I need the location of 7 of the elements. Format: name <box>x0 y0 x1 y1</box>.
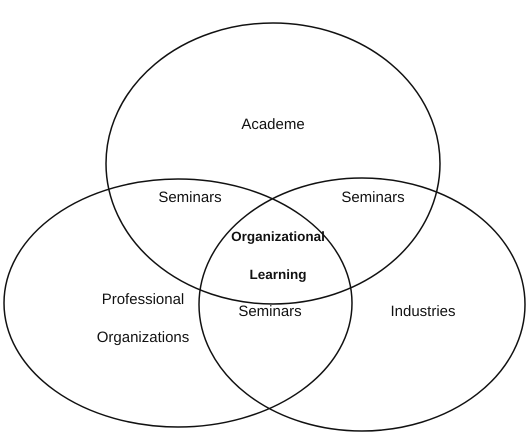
set-label: Professional Organizations <box>96 290 190 348</box>
overlap-label: Seminars <box>157 188 223 208</box>
overlap-label: Seminars <box>340 188 406 208</box>
overlap-label: Seminars <box>237 302 303 322</box>
set-label: Industries <box>389 302 457 322</box>
set-label: Academe <box>240 115 306 135</box>
center-label: Organizational Learning <box>230 228 326 284</box>
